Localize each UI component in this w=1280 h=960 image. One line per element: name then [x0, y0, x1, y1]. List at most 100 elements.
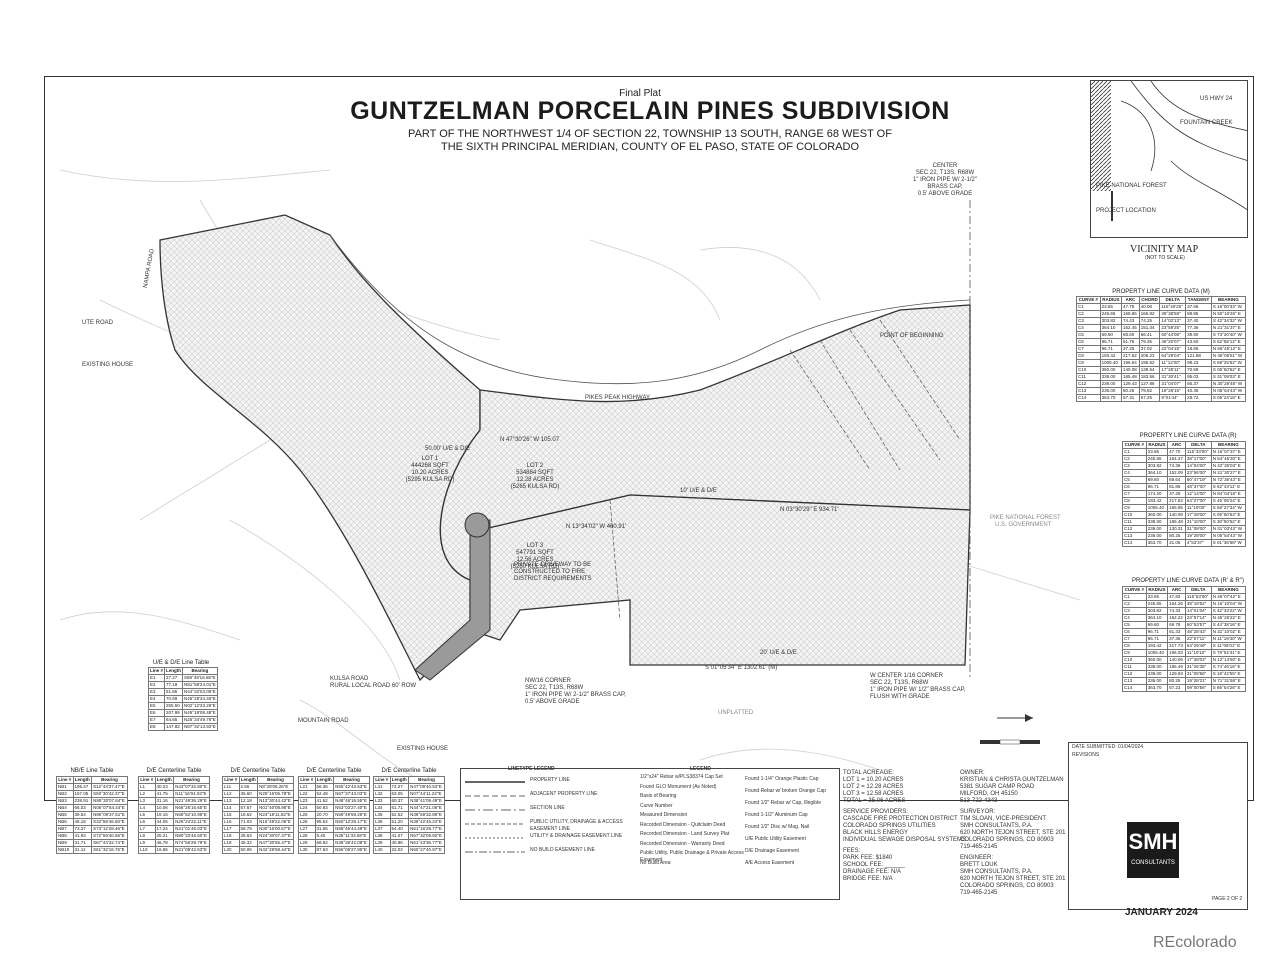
table-cell: 238.91 [72, 797, 93, 805]
table-header-cell: Line # [147, 667, 166, 675]
lot-3-parcel [469, 494, 971, 666]
table-cell: S 74°46'16" E [1210, 663, 1247, 671]
lot-1-address: (5295 KULSA RD) [405, 477, 455, 483]
table-cell: 1005.40 [1145, 504, 1169, 512]
table-cell: 338.00 [1099, 373, 1123, 381]
linetype-item: PUBLIC UTILITY, DRAINAGE & ACCESS EASEME… [530, 819, 623, 832]
table-cell: 23°59'25" [1159, 324, 1187, 332]
table-cell: N61°16'28.77"E [408, 825, 445, 833]
table-cell: 79.82 [1138, 387, 1161, 395]
table-cell: 73.37 [72, 825, 93, 833]
table-cell: 37.36 [1167, 635, 1186, 643]
table-cell: 130.31 [1167, 525, 1186, 533]
page-number: PAGE 2 OF 2 [1212, 896, 1243, 902]
engineer-line: SMH CONSULTANTS, P.A. [960, 869, 1033, 875]
table-cell: 239.00 [1145, 670, 1169, 678]
lot-1-label: LOT 1 444268 SQFT 10.20 ACRES (5295 KULS… [405, 456, 455, 484]
table-cell: L34 [373, 804, 391, 812]
table-cell: E8 [147, 723, 166, 731]
table-cell: N 21°30'27" E [1210, 469, 1247, 477]
driveway-note-3: DISTRICT REQUIREMENTS [514, 576, 592, 582]
table-cell: N 46°07'42" E [1210, 593, 1247, 601]
table-cell: N 11°19'30" W [1210, 635, 1247, 643]
table-cell: 12.18 [238, 797, 259, 805]
line-table-title: NB/E Line Table [70, 768, 114, 774]
table-cell: N21°01'45.03"E [173, 825, 210, 833]
nw16-corner-note: NW/16 CORNER SEC 22, T13S, R68W 1" IRON … [525, 678, 626, 706]
table-cell: 164.27 [1167, 455, 1186, 463]
table-cell: 129.93 [1167, 670, 1186, 678]
table-cell: 19°28'00" [1184, 532, 1212, 540]
table-cell: N07°44'11.22"E [408, 790, 445, 798]
table-cell: S67°44'32.74"E [91, 839, 128, 847]
linetype-item: ADJACENT PROPERTY LINE [530, 791, 598, 797]
table-cell: 255.50 [164, 702, 184, 710]
lot-2-label: LOT 2 534884 SQFT 12.28 ACRES (5265 KULS… [510, 463, 560, 491]
table-cell: 121.88 [1185, 352, 1212, 360]
table-cell: 31°10'00" [1184, 518, 1212, 526]
table-cell: N02°12'33.26"E [182, 702, 218, 710]
table-cell: 4°53'37" [1184, 539, 1212, 547]
east-line-bearing: N 03°30'29" E 934.71' [780, 507, 839, 513]
linetype-item: UTILITY & DRAINAGE EASEMENT LINE [530, 833, 623, 839]
table-cell: S 42°33'22" W [1210, 607, 1247, 615]
table-cell: L10 [138, 846, 156, 854]
table-cell: C2 [1122, 455, 1147, 463]
table-cell: 8.40 [314, 832, 335, 840]
table-cell: 31.16 [154, 797, 175, 805]
table-cell: N 71°31'58" E [1210, 677, 1247, 685]
table-header-cell: DELTA [1184, 441, 1212, 449]
table-cell: 303.82 [1099, 317, 1123, 325]
table-cell: C6 [1122, 628, 1147, 636]
table-cell: L24 [298, 804, 316, 812]
table-cell: C2 [1076, 310, 1101, 318]
table-cell: N38°41'09.49"E [408, 797, 445, 805]
wcenter-line-4: FLUSH WITH GRADE [870, 694, 930, 700]
table-cell: 206.23 [1138, 352, 1161, 360]
info-block: TOTAL ACREAGE: LOT 1 = 10.20 ACRES LOT 2… [843, 770, 966, 883]
table-cell: N74°56'29.79"E [173, 839, 210, 847]
table-cell: 61.71 [389, 804, 410, 812]
table-cell: 245.65 [1099, 310, 1123, 318]
table-cell: 41.07 [389, 832, 410, 840]
table-cell: N47°30'55.47"E [257, 839, 294, 847]
linetype-sample [465, 851, 525, 853]
pikes-peak-highway-line [329, 234, 971, 385]
driveway-note: PRIVATE DRIVEWAY TO BE CONSTRUCTED TO FI… [514, 562, 592, 583]
table-cell: L14 [222, 804, 240, 812]
table-cell: 19.15 [154, 811, 175, 819]
table-cell: S 05°50'52" E [1210, 366, 1247, 374]
table-cell: 193.42 [1145, 497, 1169, 505]
table-cell: 69.60 [1145, 476, 1169, 484]
legend-item: Recorded Dimension - Warranty Deed [640, 840, 725, 847]
table-cell: 151.34 [1138, 324, 1161, 332]
table-cell: 50.93 [314, 804, 335, 812]
table-cell: N 12°14'50" E [1210, 656, 1247, 664]
table-cell: 50.06 [238, 846, 259, 854]
table-cell: 68.60 [1121, 331, 1140, 339]
table-header-cell: Bearing [333, 776, 370, 784]
owner-line: MILFORD, OH 45150 [960, 791, 1018, 797]
table-cell: E2 [147, 681, 166, 689]
table-cell: 22°07'11" [1184, 635, 1212, 643]
